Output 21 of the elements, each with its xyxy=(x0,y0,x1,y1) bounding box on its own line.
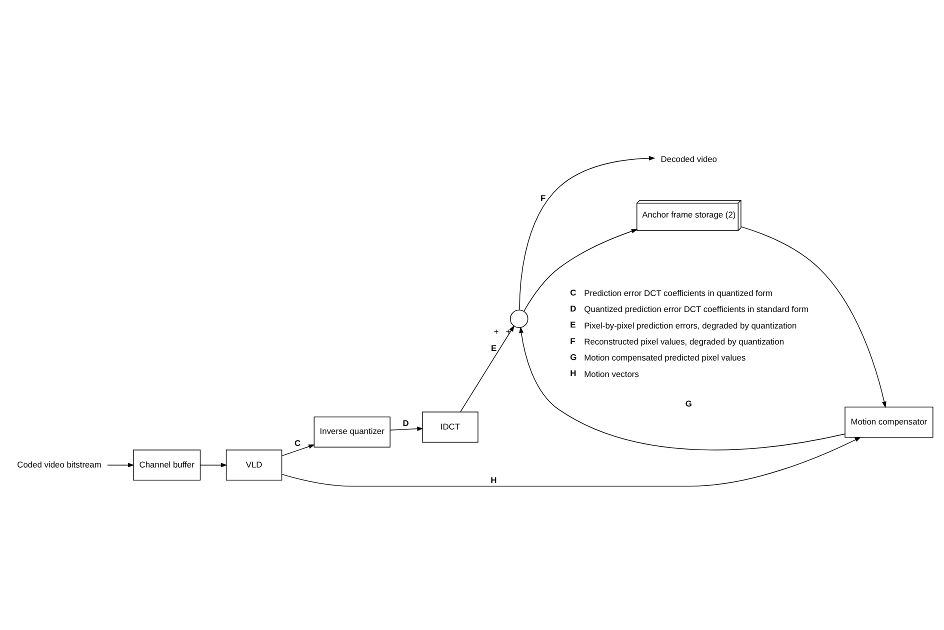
label: C xyxy=(570,286,576,297)
node-label: + + xyxy=(494,326,511,336)
edge-label: E xyxy=(490,342,497,352)
node-text: Coded video bitstream xyxy=(17,458,102,469)
label: F xyxy=(570,335,576,346)
label: Reconstructed pixel values, degraded by quantization xyxy=(584,336,784,346)
label: Motion vectors xyxy=(584,368,639,378)
edge-label: C xyxy=(294,437,301,448)
label: Motion compensated predicted pixel values xyxy=(584,352,746,362)
label: Prediction error DCT coefficients in quantized form xyxy=(584,288,772,298)
node-text: Decoded video xyxy=(660,154,718,164)
label: Quantized prediction error DCT coefficients in standard form xyxy=(584,304,809,314)
edge-label: H xyxy=(490,474,497,485)
edge-label: G xyxy=(685,398,692,408)
label: H xyxy=(570,368,576,378)
label: E xyxy=(570,319,576,330)
edge-label: D xyxy=(402,418,409,428)
label: G xyxy=(570,352,577,362)
label: D xyxy=(570,303,576,314)
label: Pixel-by-pixel prediction errors, degraded by quantization xyxy=(584,320,797,330)
edge-label: F xyxy=(540,192,546,203)
